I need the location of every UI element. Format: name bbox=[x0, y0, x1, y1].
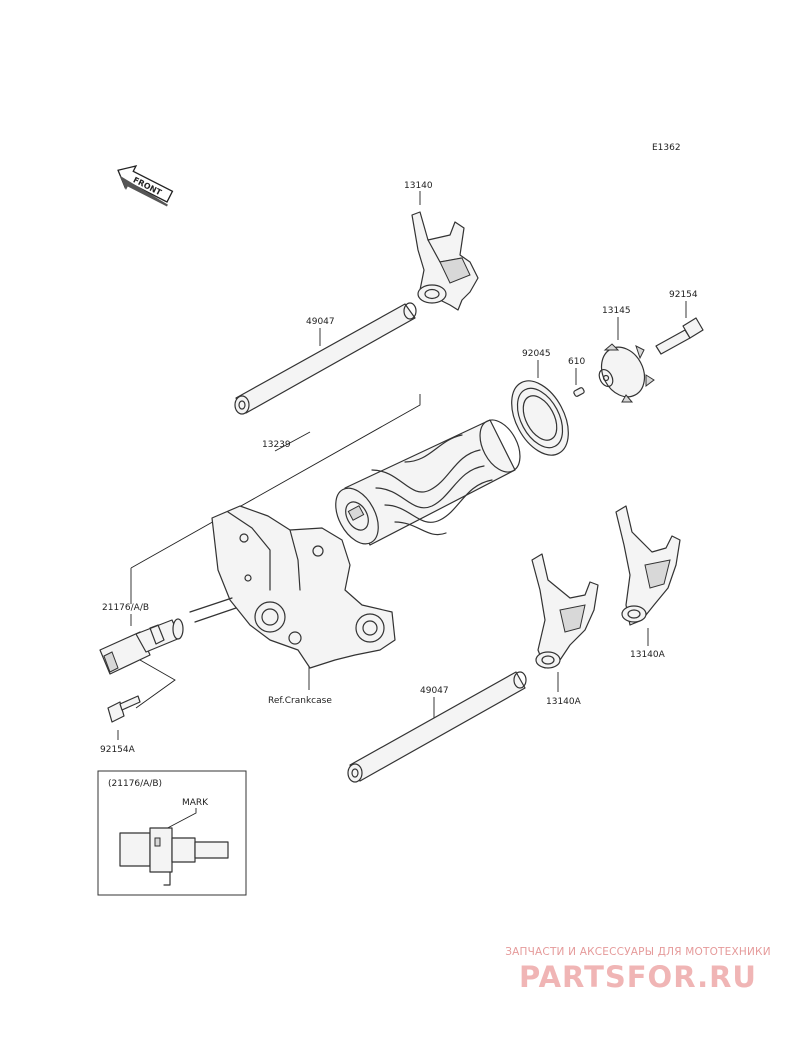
bolt-left bbox=[107, 695, 141, 723]
bearing bbox=[511, 380, 569, 456]
fork-shaft-top bbox=[234, 302, 417, 415]
label-fork-right: 13140A bbox=[630, 650, 666, 660]
front-arrow-icon: FRONT bbox=[117, 164, 174, 207]
watermark: ЗАПЧАСТИ И АКСЕССУАРЫ ДЛЯ МОТОТЕХНИКИ PA… bbox=[488, 946, 788, 994]
shift-fork-mid bbox=[531, 553, 599, 669]
watermark-brand: PARTSFOR.RU bbox=[519, 960, 757, 994]
diagram-code: E1362 bbox=[652, 143, 681, 153]
label-pin: 610 bbox=[568, 357, 585, 367]
shift-fork-top bbox=[411, 211, 479, 311]
shift-drum bbox=[335, 419, 521, 546]
sensor-inset: (21176/A/B) MARK bbox=[97, 770, 247, 896]
watermark-subtitle: ЗАПЧАСТИ И АКСЕССУАРЫ ДЛЯ МОТОТЕХНИКИ bbox=[505, 946, 771, 958]
fork-shaft-bottom bbox=[347, 671, 527, 783]
label-fork-mid: 13140A bbox=[546, 697, 582, 707]
label-bearing: 92045 bbox=[522, 349, 551, 359]
label-shaft-top: 49047 bbox=[306, 317, 335, 327]
gear-position-sensor bbox=[99, 618, 184, 675]
label-bolt-left: 92154A bbox=[100, 745, 136, 755]
crankcase-reference bbox=[189, 505, 396, 669]
label-crankcase: Ref.Crankcase bbox=[268, 696, 332, 706]
inset-mark: MARK bbox=[182, 798, 209, 808]
label-drum: 13239 bbox=[262, 440, 291, 450]
bolt-right bbox=[655, 317, 704, 355]
label-cam: 13145 bbox=[602, 306, 631, 316]
label-bolt-right: 92154 bbox=[669, 290, 698, 300]
label-shaft-bottom: 49047 bbox=[420, 686, 449, 696]
pin bbox=[573, 387, 585, 397]
inset-title: (21176/A/B) bbox=[108, 779, 162, 789]
shift-cam bbox=[598, 343, 655, 403]
shift-fork-right bbox=[615, 505, 681, 626]
label-sensor: 21176/A/B bbox=[102, 603, 149, 613]
label-fork-top: 13140 bbox=[404, 181, 433, 191]
